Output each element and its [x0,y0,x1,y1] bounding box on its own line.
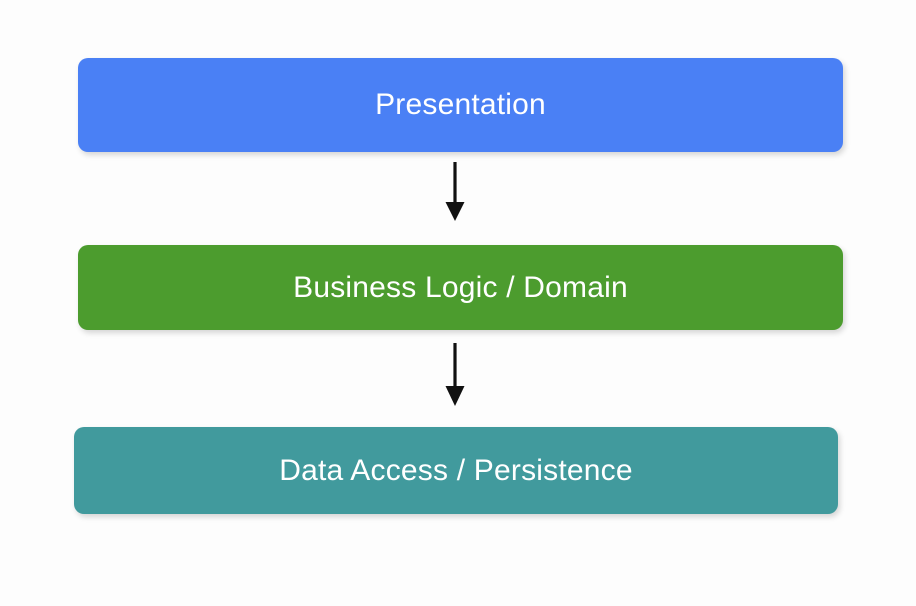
arrow-presentation-to-business [429,160,481,224]
layer-box-data-access[interactable]: Data Access / Persistence [74,427,838,514]
arrow-down-icon [445,162,465,221]
layer-label-presentation: Presentation [375,88,546,121]
layer-box-business-logic[interactable]: Business Logic / Domain [78,245,843,330]
arrow-business-to-data [429,340,481,410]
layer-label-data-access: Data Access / Persistence [279,453,633,487]
layer-box-presentation[interactable]: Presentation [78,58,843,152]
layer-label-business-logic: Business Logic / Domain [293,270,628,304]
arrow-down-icon [445,343,465,406]
